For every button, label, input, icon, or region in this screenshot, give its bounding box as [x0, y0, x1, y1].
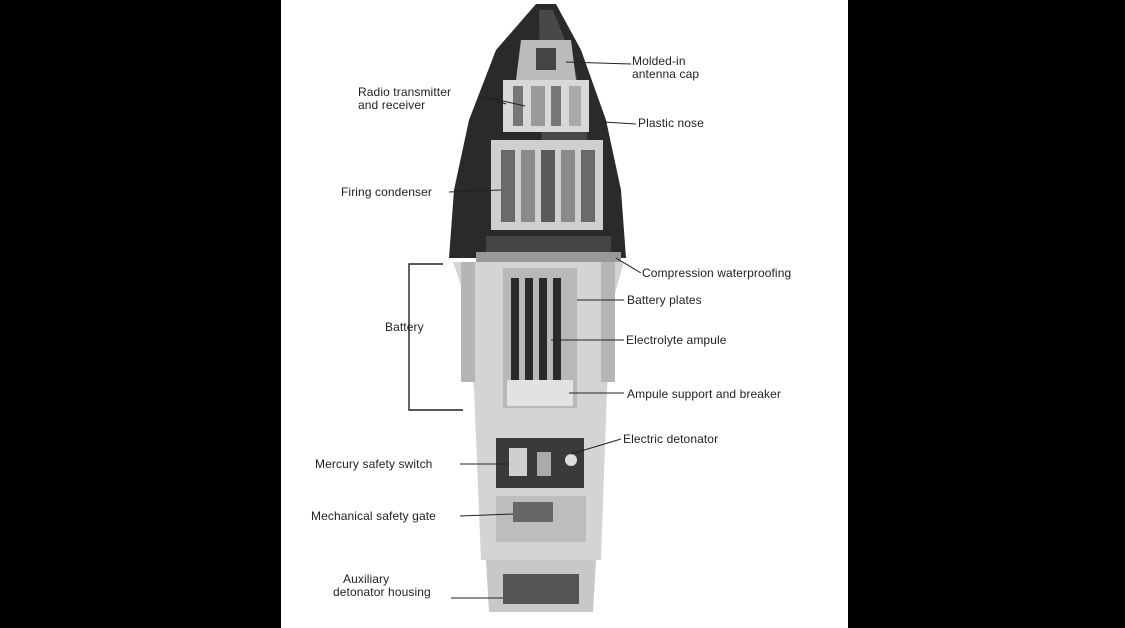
label-electrolyte-ampule: Electrolyte ampule — [626, 333, 727, 347]
label-compression-waterproofing: Compression waterproofing — [642, 266, 792, 280]
fuze-cutaway-diagram — [408, 4, 642, 612]
waterproofing-plate — [486, 236, 611, 252]
label-firing-condenser: Firing condenser — [341, 185, 432, 199]
leader-lines — [448, 61, 642, 599]
battery-bracket — [408, 263, 463, 411]
label-antenna-cap-line2: antenna cap — [632, 67, 700, 81]
label-antenna-cap-line1: Molded-in — [632, 54, 686, 68]
label-aux-housing-line2: detonator housing — [333, 585, 431, 599]
label-battery: Battery — [385, 320, 424, 334]
label-mechanical-gate: Mechanical safety gate — [311, 509, 436, 523]
label-antenna-cap: Molded-in antenna cap — [632, 55, 699, 81]
diagram-panel: Molded-in antenna cap Radio transmitter … — [281, 0, 848, 628]
label-aux-housing: Auxiliary detonator housing — [333, 573, 431, 599]
label-mercury-switch: Mercury safety switch — [315, 457, 433, 471]
label-radio: Radio transmitter and receiver — [358, 86, 451, 112]
label-radio-line1: Radio transmitter — [358, 85, 452, 99]
label-ampule-support: Ampule support and breaker — [627, 387, 782, 401]
label-electric-detonator: Electric detonator — [623, 432, 719, 446]
label-radio-line2: and receiver — [358, 98, 426, 112]
label-plastic-nose: Plastic nose — [638, 116, 704, 130]
label-aux-housing-line1: Auxiliary — [343, 572, 390, 586]
label-battery-plates: Battery plates — [627, 293, 702, 307]
